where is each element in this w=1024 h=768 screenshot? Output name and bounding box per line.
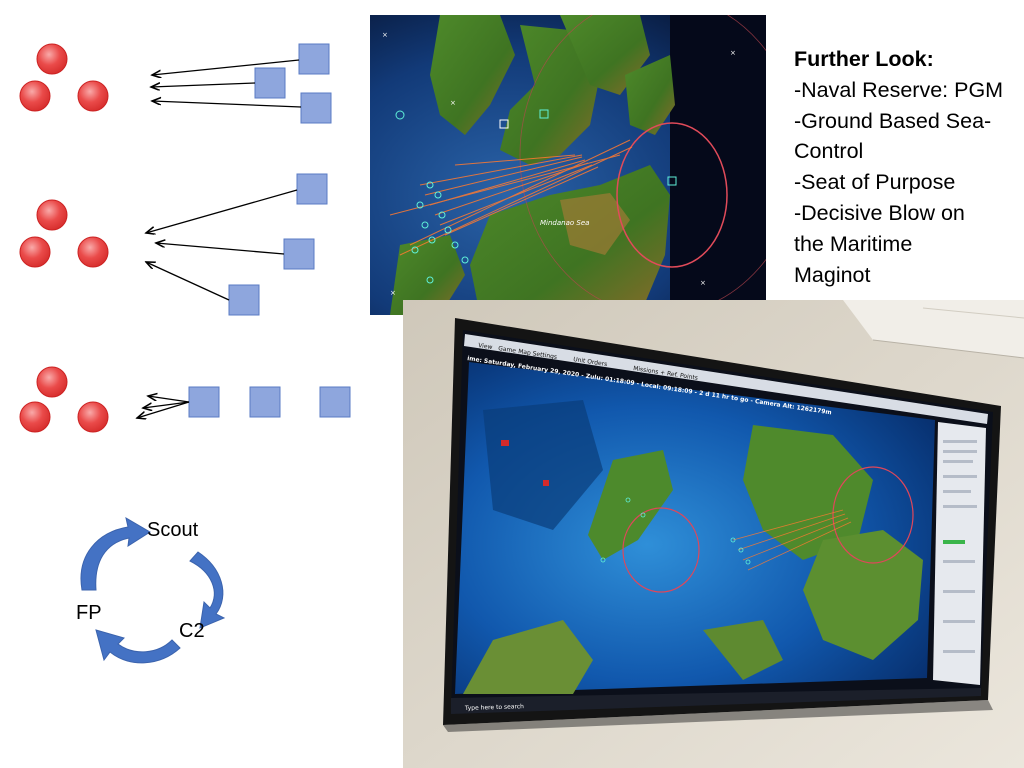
further-look-line: Maginot (794, 262, 871, 287)
friendly-unit (249, 386, 281, 418)
enemy-group-1 (19, 43, 109, 112)
friendly-group-2 (146, 173, 328, 316)
attack-arrow (148, 396, 190, 403)
attack-arrow (143, 401, 190, 408)
svg-text:×: × (700, 279, 706, 287)
friendly-unit (300, 92, 332, 124)
friendly-unit (188, 386, 220, 418)
enemy-unit (36, 366, 68, 398)
friendly-unit (283, 238, 315, 270)
menu-item[interactable]: View (478, 342, 493, 351)
cycle-label-scout: Scout (147, 519, 199, 541)
map-photo: × × × × × Mindanao Sea (370, 15, 766, 315)
attack-arrow (146, 262, 230, 301)
enemy-unit (36, 43, 68, 75)
attack-arrow (151, 83, 256, 87)
enemy-group-2 (19, 199, 109, 268)
enemy-group-3 (19, 366, 109, 433)
cycle-arrow-c2-to-fp (95, 629, 181, 664)
tv-photo: View Game Map Settings Unit Orders Missi… (403, 300, 1024, 768)
friendly-unit (254, 67, 286, 99)
svg-text:×: × (450, 99, 456, 107)
force-diagram (19, 43, 351, 664)
enemy-unit (77, 80, 109, 112)
enemy-unit (19, 236, 51, 268)
svg-text:×: × (390, 289, 396, 297)
further-look-title: Further Look: (794, 47, 934, 71)
attack-arrow (156, 243, 285, 255)
menu-item[interactable]: Game (498, 345, 517, 355)
further-look-line: the Maritime (794, 231, 913, 256)
cycle-label-fp: FP (76, 602, 102, 624)
further-look-line: -Seat of Purpose (794, 170, 956, 195)
cycle-diagram (80, 516, 226, 664)
enemy-unit (77, 236, 109, 268)
attack-arrow (152, 59, 300, 75)
further-look-line: -Decisive Blow on (794, 200, 965, 225)
friendly-unit (296, 173, 328, 205)
map-sea-label: Mindanao Sea (540, 219, 589, 227)
friendly-unit (228, 284, 260, 316)
further-look-text: Further Look: -Naval Reserve: PGM -Groun… (794, 44, 1019, 290)
svg-text:×: × (382, 31, 388, 39)
further-look-line: -Ground Based Sea- (794, 108, 992, 133)
enemy-unit (36, 199, 68, 231)
svg-text:×: × (730, 49, 736, 57)
cycle-arrow-scout-to-c2 (189, 551, 226, 629)
enemy-unit (19, 401, 51, 433)
taskbar-search[interactable]: Type here to search (464, 703, 524, 712)
further-look-line: -Naval Reserve: PGM (794, 77, 1004, 102)
attack-arrow (146, 189, 298, 233)
enemy-unit (77, 401, 109, 433)
further-look-line: Control (794, 139, 864, 164)
cycle-label-c2: C2 (179, 620, 205, 642)
attack-arrow (152, 101, 302, 108)
friendly-group-3 (137, 386, 351, 418)
enemy-unit (19, 80, 51, 112)
friendly-unit (319, 386, 351, 418)
friendly-group-1 (151, 43, 332, 124)
cycle-arrow-fp-to-scout (80, 516, 151, 591)
attack-arrow (137, 401, 190, 418)
friendly-unit (298, 43, 330, 75)
